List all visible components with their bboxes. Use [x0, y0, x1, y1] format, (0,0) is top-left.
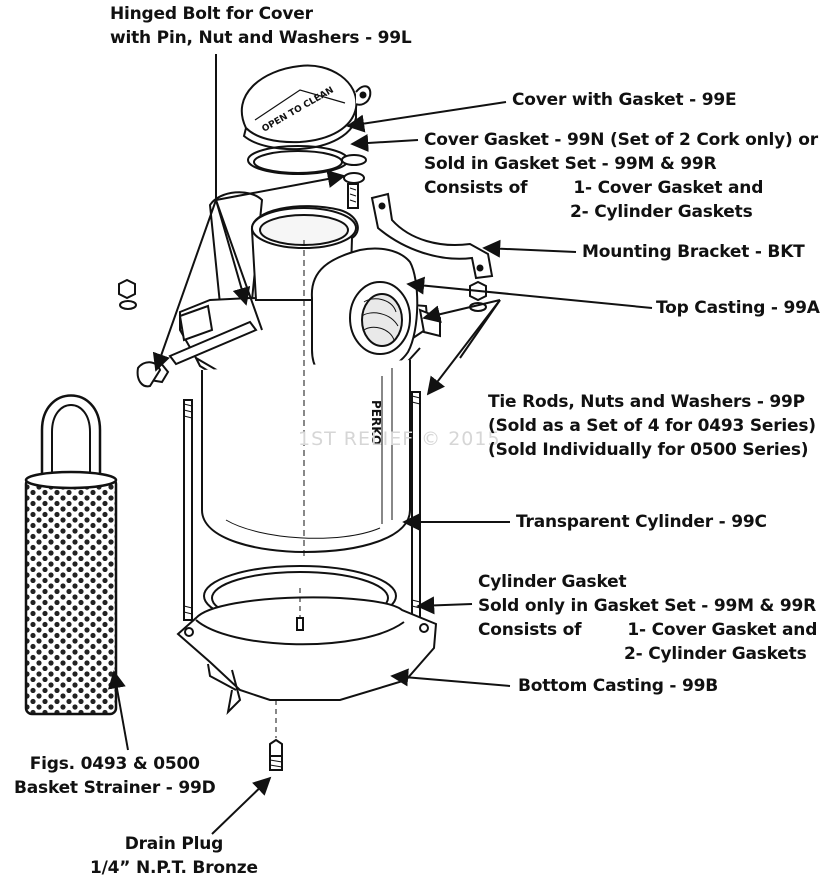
label-tie-rods-line3: (Sold Individually for 0500 Series) — [488, 440, 809, 460]
label-mounting-bracket: Mounting Bracket - BKT — [582, 242, 805, 262]
label-hinged-bolt-line1: Hinged Bolt for Cover — [110, 4, 313, 24]
label-tie-rods-line2: (Sold as a Set of 4 for 0493 Series) — [488, 416, 816, 436]
label-basket: Figs. 0493 & 0500 Basket Strainer - 99D — [14, 752, 216, 800]
label-cover-gasket-consists: Consists of — [424, 178, 528, 198]
hinged-bolt-part — [341, 154, 367, 209]
cover-gasket-part — [247, 145, 349, 175]
label-cover: Cover with Gasket - 99E — [512, 90, 737, 110]
label-cylinder-gasket-line2: Sold only in Gasket Set - 99M & 99R — [478, 596, 817, 616]
label-cover-gasket-line1: Cover Gasket - 99N (Set of 2 Cork only) … — [424, 130, 818, 150]
label-cover-gasket-line2: Sold in Gasket Set - 99M & 99R — [424, 154, 717, 174]
label-basket-line1: Figs. 0493 & 0500 — [29, 754, 200, 774]
label-top-casting: Top Casting - 99A — [656, 298, 820, 318]
leader-lines — [108, 101, 653, 835]
label-cylinder-gasket-item1: 1- Cover Gasket and — [627, 620, 818, 640]
hinged-bolt-leaders — [152, 54, 346, 372]
label-tie-rods-line1: Tie Rods, Nuts and Washers - 99P — [488, 392, 805, 412]
label-cylinder-gasket: Cylinder Gasket Sold only in Gasket Set … — [478, 570, 817, 666]
label-cover-gasket-item1: 1- Cover Gasket and — [573, 178, 764, 198]
label-tie-rods: Tie Rods, Nuts and Washers - 99P (Sold a… — [488, 390, 816, 462]
label-hinged-bolt: Hinged Bolt for Cover with Pin, Nut and … — [110, 2, 412, 50]
mounting-bracket-part — [370, 192, 494, 280]
label-cover-gasket-item2: 2- Cylinder Gaskets — [570, 202, 753, 222]
label-hinged-bolt-line2: with Pin, Nut and Washers - 99L — [110, 28, 412, 48]
cover-part — [240, 64, 372, 151]
label-cylinder-gasket-consists: Consists of — [478, 620, 582, 640]
drain-plug-part — [269, 700, 283, 771]
label-basket-line2: Basket Strainer - 99D — [14, 778, 216, 798]
label-cylinder-gasket-item2: 2- Cylinder Gaskets — [624, 644, 807, 664]
cylinder-brand: PERKO — [369, 400, 383, 445]
label-drain-plug-line1: Drain Plug — [124, 834, 224, 854]
label-drain-plug-line2: 1/4” N.P.T. Bronze — [90, 858, 258, 878]
label-cylinder-gasket-line1: Cylinder Gasket — [478, 572, 627, 592]
tie-rods-part — [183, 391, 421, 621]
label-bottom-casting: Bottom Casting - 99B — [518, 676, 719, 696]
label-cover-gasket: Cover Gasket - 99N (Set of 2 Cork only) … — [424, 128, 818, 224]
watermark: 1ST RELIEF © 2015 — [298, 428, 501, 450]
cylinder-part — [201, 240, 411, 560]
bottom-casting-part — [176, 588, 438, 715]
label-cylinder: Transparent Cylinder - 99C — [516, 512, 767, 532]
label-drain-plug: Drain Plug 1/4” N.P.T. Bronze — [90, 832, 258, 880]
basket-strainer-part — [24, 394, 118, 716]
